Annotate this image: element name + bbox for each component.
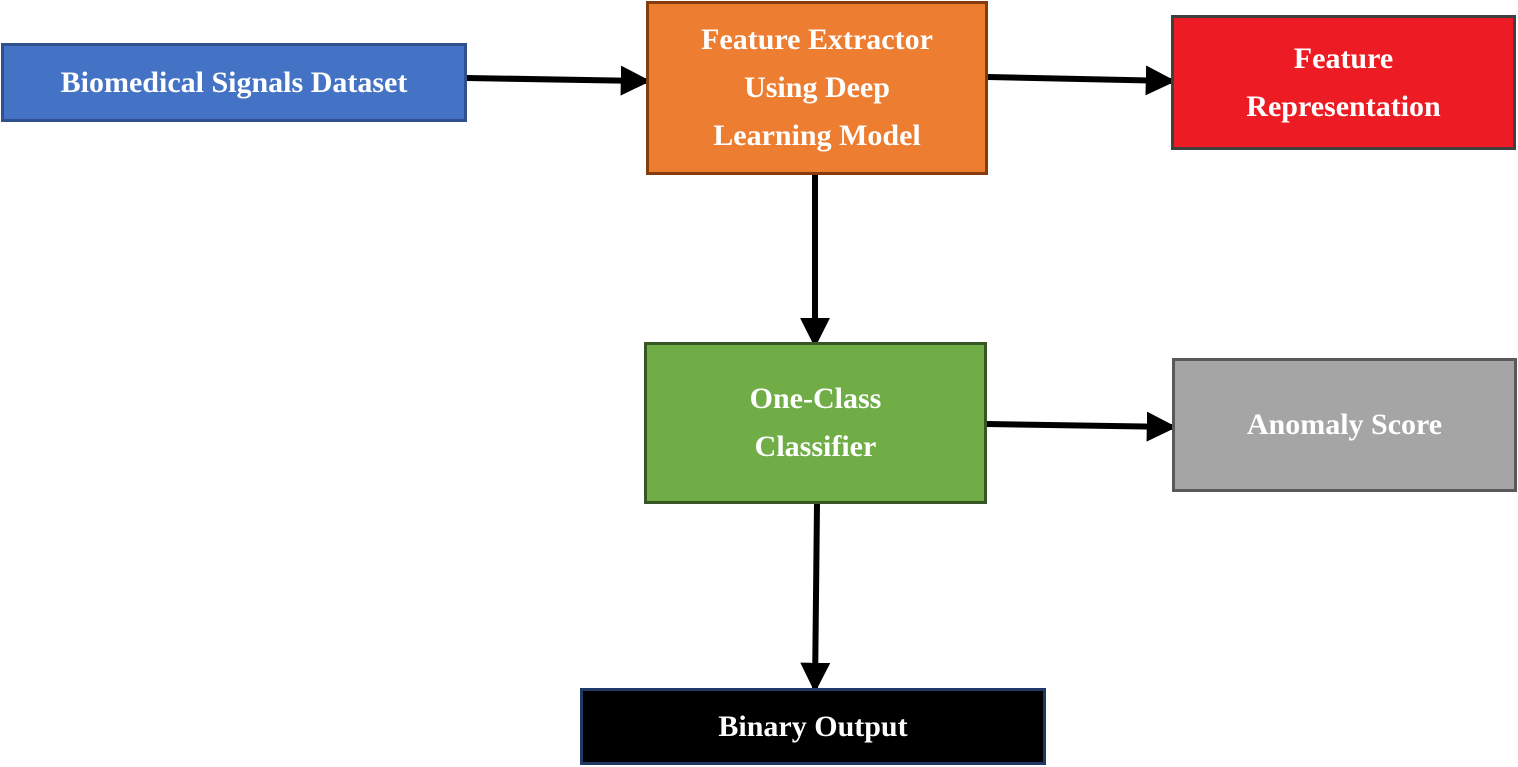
binary-output-node-label: Binary Output	[718, 709, 908, 743]
feature-representation-node: Feature Representation	[1171, 15, 1516, 150]
one-class-classifier-node-label: One-Class Classifier	[749, 382, 882, 463]
feature-representation-node-label: Feature Representation	[1246, 41, 1441, 123]
binary-output-node: Binary Output	[580, 688, 1046, 765]
feature-extractor-node-label: Feature Extractor Using Deep Learning Mo…	[701, 23, 933, 152]
edge-classifier-to-binary	[800, 503, 831, 693]
edge-dataset-to-extractor	[466, 65, 651, 96]
one-class-classifier-node: One-Class Classifier	[644, 342, 987, 504]
edge-extractor-to-feature	[987, 65, 1176, 96]
anomaly-score-node: Anomaly Score	[1172, 358, 1517, 492]
dataset-node: Biomedical Signals Dataset	[1, 43, 467, 122]
feature-extractor-node: Feature Extractor Using Deep Learning Mo…	[646, 1, 988, 175]
edge-classifier-to-anomaly	[986, 411, 1177, 442]
anomaly-score-node-label: Anomaly Score	[1246, 408, 1443, 441]
dataset-node-label: Biomedical Signals Dataset	[60, 65, 408, 99]
